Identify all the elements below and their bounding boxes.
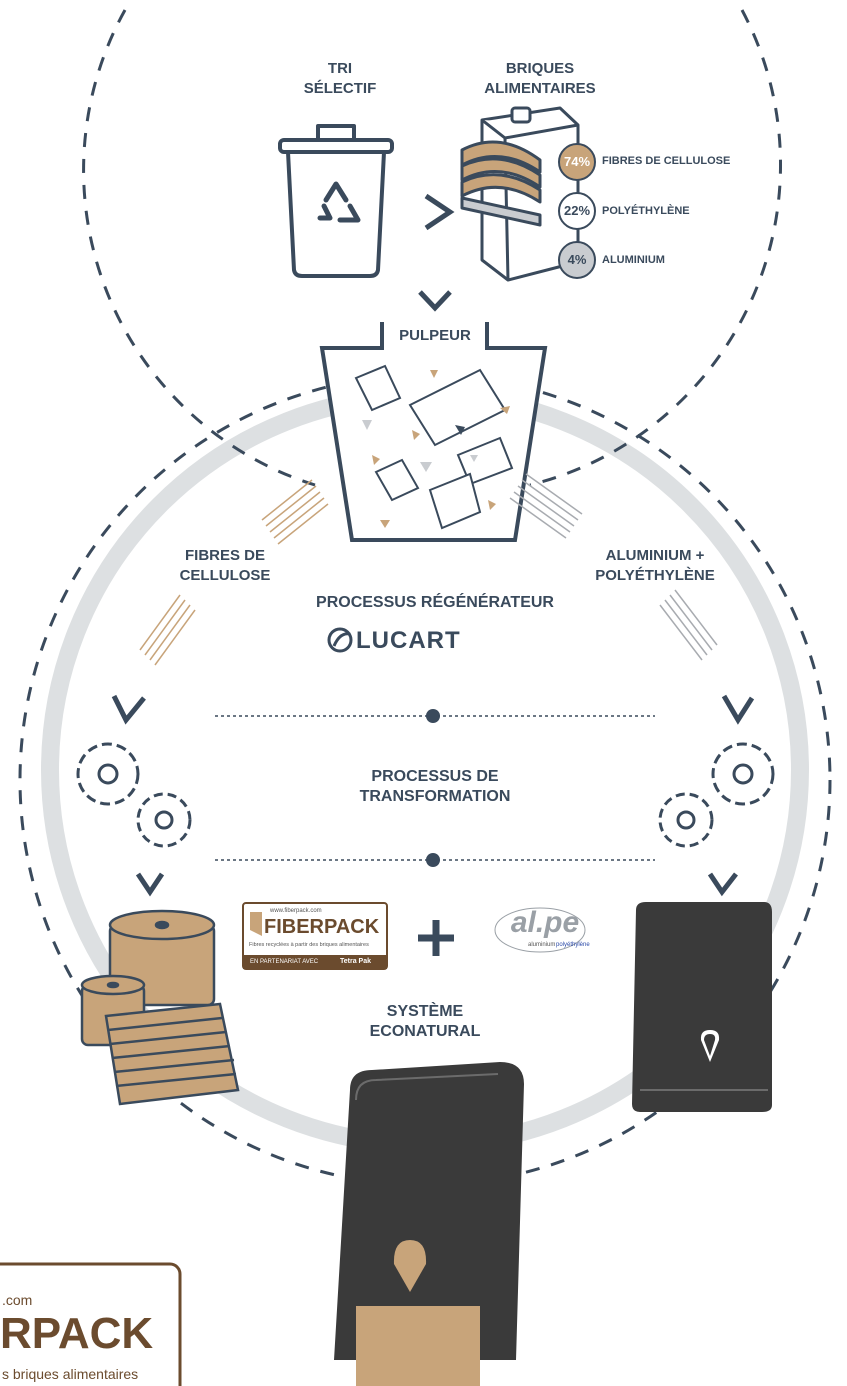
dispenser-small	[632, 902, 772, 1112]
name-poly: POLYÉTHYLÈNE	[602, 205, 690, 217]
fibres-stream	[139, 479, 329, 666]
tri-line-2: SÉLECTIF	[303, 80, 377, 97]
plus-icon	[418, 920, 454, 956]
pulper-cartons	[354, 364, 514, 530]
transformation-line-1: PROCESSUS DE	[371, 768, 499, 785]
label-tri-selectif: TRI SÉLECTIF	[290, 59, 390, 99]
dashed-top-circle	[82, 9, 316, 487]
label-briques: BRIQUES ALIMENTAIRES	[470, 59, 610, 99]
alu-line-2: POLYÉTHYLÈNE	[595, 567, 715, 584]
arrow-right-icon	[424, 193, 455, 231]
corner-brand: RPACK	[0, 1309, 154, 1358]
fiberpack-brand: FIBERPACK	[264, 916, 380, 938]
pct-poly: 22%	[563, 203, 591, 218]
tri-line-1: TRI	[327, 60, 353, 77]
fiberpack-partner: EN PARTENARIAT AVEC	[250, 959, 319, 965]
fiberpack-url: www.fiberpack.com	[270, 908, 322, 914]
systeme-line-2: ECONATURAL	[369, 1023, 481, 1040]
pct-circle-poly	[558, 192, 596, 230]
label-alu-poly: ALUMINIUM + POLYÉTHYLÈNE	[575, 546, 735, 586]
transformation-line-2: TRANSFORMATION	[359, 788, 511, 805]
chevron-right-top-icon	[721, 694, 755, 725]
briques-line-2: ALIMENTAIRES	[484, 80, 596, 97]
alpe-sub2: polyéthylène	[556, 942, 590, 948]
dashed-top-circle-right	[529, 9, 782, 487]
dot-top	[426, 709, 440, 723]
name-alu: ALUMINIUM	[602, 254, 665, 266]
recycle-bin-icon	[278, 124, 394, 278]
fiberpack-badge	[242, 902, 388, 970]
pct-circle-alu	[558, 241, 596, 279]
chevron-right-bottom-icon	[707, 872, 738, 897]
chevron-left-top-icon	[111, 694, 146, 725]
alpe-brand: al.pe	[510, 906, 580, 939]
pct-circle-fibres	[558, 143, 596, 181]
fibres-line-1: FIBRES DE	[184, 547, 265, 564]
briques-line-1: BRIQUES	[505, 60, 575, 77]
label-transformation: PROCESSUS DE TRANSFORMATION	[320, 767, 550, 807]
chevron-down-icon	[418, 290, 452, 312]
alu-poly-stream	[509, 473, 718, 661]
label-fibres: FIBRES DE CELLULOSE	[160, 546, 290, 586]
fibres-line-2: CELLULOSE	[179, 567, 271, 584]
pct-alu: 4%	[567, 252, 587, 267]
gear-icon	[76, 742, 775, 848]
label-pulpeur: PULPEUR	[399, 327, 471, 344]
systeme-line-1: SYSTÈME	[386, 1003, 464, 1020]
fiberpack-partner-brand: Tetra Pak	[340, 958, 371, 965]
fiberpack-corner-box	[0, 1262, 182, 1386]
label-processus-regen: PROCESSUS RÉGÉNÉRATEUR	[316, 594, 554, 611]
alpe-sub1: aluminium	[528, 942, 556, 948]
corner-url: .com	[2, 1292, 33, 1308]
pct-fibres: 74%	[563, 154, 591, 169]
alpe-logo	[494, 907, 586, 953]
pulper-fragments	[362, 370, 510, 528]
dot-bottom	[426, 853, 440, 867]
lucart-logo-text: LUCART	[356, 627, 461, 654]
paper-products-icon	[80, 909, 240, 1106]
dispenser-large	[334, 1062, 524, 1386]
fiberpack-tagline: Fibres recyclées à partir des briques al…	[249, 942, 369, 948]
alu-line-1: ALUMINIUM +	[605, 547, 705, 564]
corner-tagline: s briques alimentaires	[2, 1366, 139, 1382]
chevron-left-bottom-icon	[135, 872, 165, 897]
lucart-logo-icon	[327, 627, 353, 653]
label-systeme: SYSTÈME ECONATURAL	[345, 1002, 505, 1042]
name-fibres: FIBRES DE CELLULOSE	[602, 155, 731, 167]
